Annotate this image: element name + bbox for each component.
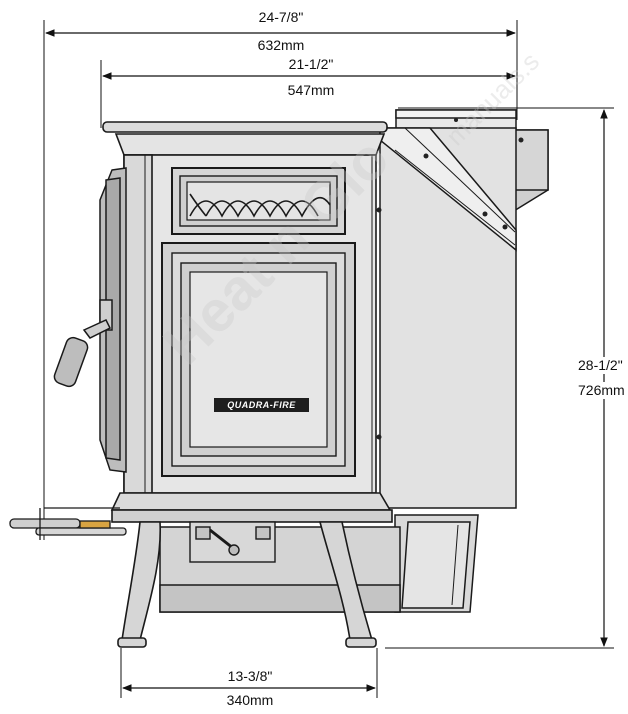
logo-plate	[214, 398, 309, 412]
side-door	[99, 167, 127, 473]
height-imperial-label: 28-1/2"	[578, 357, 628, 374]
height-metric-label: 726mm	[578, 382, 628, 399]
top-width-imperial-label: 21-1/2"	[288, 56, 334, 73]
leg-span-imperial-label: 13-3/8"	[227, 668, 273, 685]
ash-lever	[9, 507, 127, 540]
front-door-panel	[161, 242, 356, 477]
top-width-metric-label: 547mm	[287, 82, 335, 99]
front-left-foot	[117, 637, 147, 648]
decorative-panel	[171, 167, 346, 235]
leg-span-metric-label: 340mm	[226, 692, 274, 709]
front-right-foot	[345, 637, 377, 648]
extension-lines	[43, 20, 614, 698]
overall-width-imperial-label: 24-7/8"	[258, 9, 304, 26]
brand-logo: Quadra-Fire	[227, 400, 296, 410]
front-left-leg	[121, 521, 162, 641]
heat-shield-screws	[376, 118, 524, 440]
damper-mechanism	[189, 521, 276, 563]
rear-flue-assembly	[379, 109, 549, 509]
stove-top	[102, 121, 388, 156]
door-handle	[53, 319, 112, 388]
dimension-lines	[45, 29, 608, 692]
stove-base	[110, 492, 393, 523]
stove-legs	[117, 521, 377, 648]
overall-width-metric-label: 632mm	[257, 37, 305, 54]
